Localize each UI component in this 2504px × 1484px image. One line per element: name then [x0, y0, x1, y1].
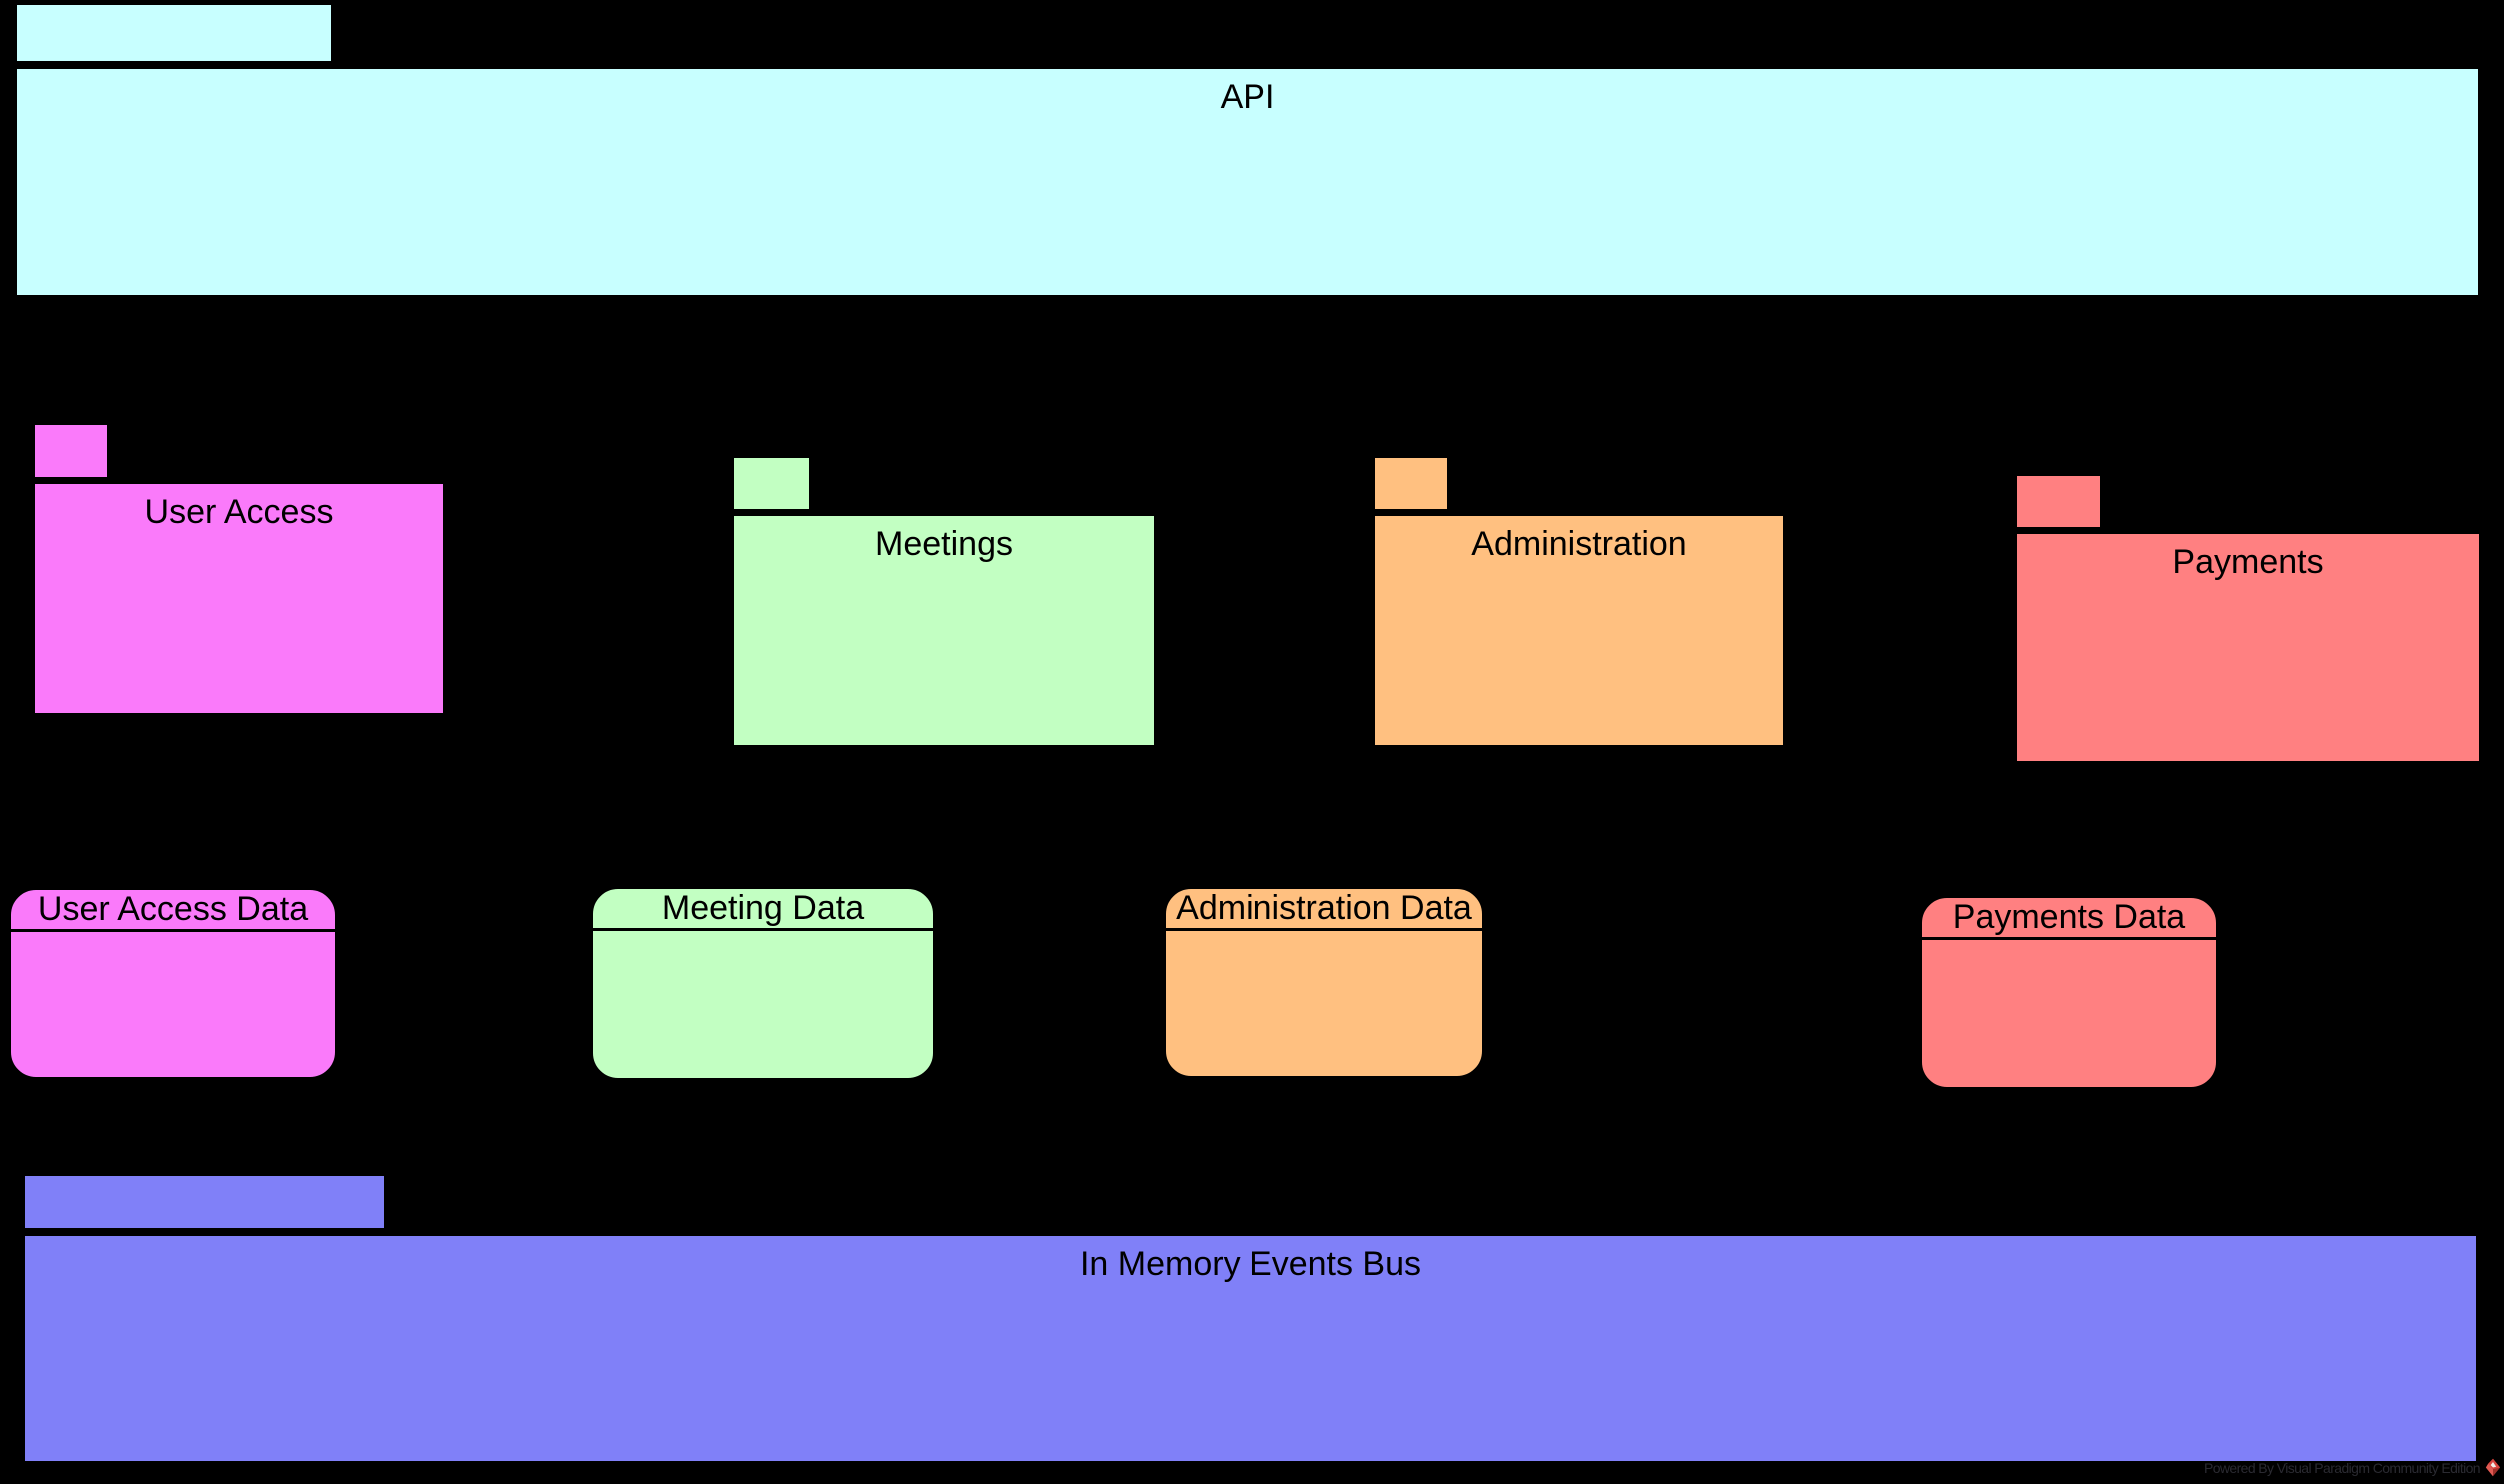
package-administration-tab[interactable] — [1372, 455, 1450, 512]
watermark-text: Powered By Visual Paradigm Community Edi… — [2203, 1459, 2481, 1476]
package-events-bus-tab[interactable] — [22, 1173, 387, 1231]
datastore-meeting-data[interactable]: Meeting Data — [590, 886, 936, 1081]
datastore-meeting-data-label: Meeting Data — [593, 889, 933, 931]
package-user-access[interactable]: User Access — [32, 481, 446, 716]
package-administration[interactable]: Administration — [1372, 513, 1786, 748]
package-api-label: API — [1220, 78, 1275, 116]
datastore-payments-data-label: Payments Data — [1922, 898, 2216, 940]
package-administration-label: Administration — [1471, 525, 1687, 563]
package-user-access-tab[interactable] — [32, 422, 110, 480]
datastore-administration-data-label: Administration Data — [1166, 889, 1482, 931]
datastore-user-access-data-label: User Access Data — [11, 890, 335, 932]
package-meetings-tab[interactable] — [731, 455, 812, 512]
package-payments-label: Payments — [2172, 543, 2324, 581]
datastore-payments-data[interactable]: Payments Data — [1919, 895, 2219, 1090]
package-events-bus[interactable]: In Memory Events Bus — [22, 1233, 2479, 1464]
package-api[interactable]: API — [14, 66, 2481, 298]
datastore-administration-data[interactable]: Administration Data — [1163, 886, 1485, 1079]
package-payments[interactable]: Payments — [2014, 531, 2482, 764]
package-meetings[interactable]: Meetings — [731, 513, 1157, 748]
watermark: Powered By Visual Paradigm Community Edi… — [2204, 1458, 2501, 1477]
datastore-user-access-data[interactable]: User Access Data — [8, 887, 338, 1080]
package-payments-tab[interactable] — [2014, 473, 2103, 530]
visual-paradigm-diamond-icon — [2485, 1458, 2501, 1477]
package-api-tab[interactable] — [14, 2, 334, 64]
package-user-access-label: User Access — [144, 493, 334, 531]
package-meetings-label: Meetings — [875, 525, 1013, 563]
package-events-bus-label: In Memory Events Bus — [1079, 1245, 1421, 1283]
